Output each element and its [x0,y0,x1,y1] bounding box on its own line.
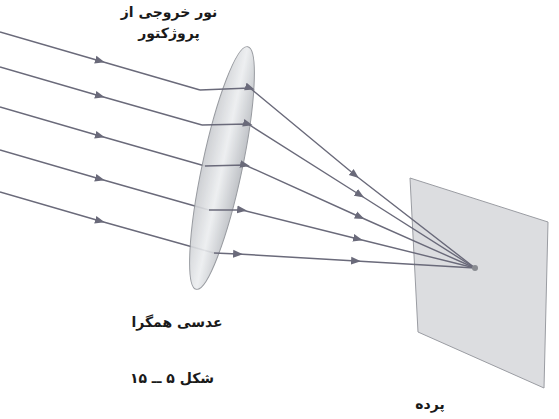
focus-spot [472,265,478,271]
lens-label: عدسی همگرا [112,312,242,333]
projector-light-label: نور خروجی از پروژکتور [110,2,228,44]
screen [410,178,548,388]
screen-label: پرده [400,394,460,415]
light-rays [0,32,214,253]
converging-lens [177,43,268,294]
refracted-rays [200,88,475,268]
figure-caption: شکل ۵ ــ ۱۵ [112,368,232,389]
